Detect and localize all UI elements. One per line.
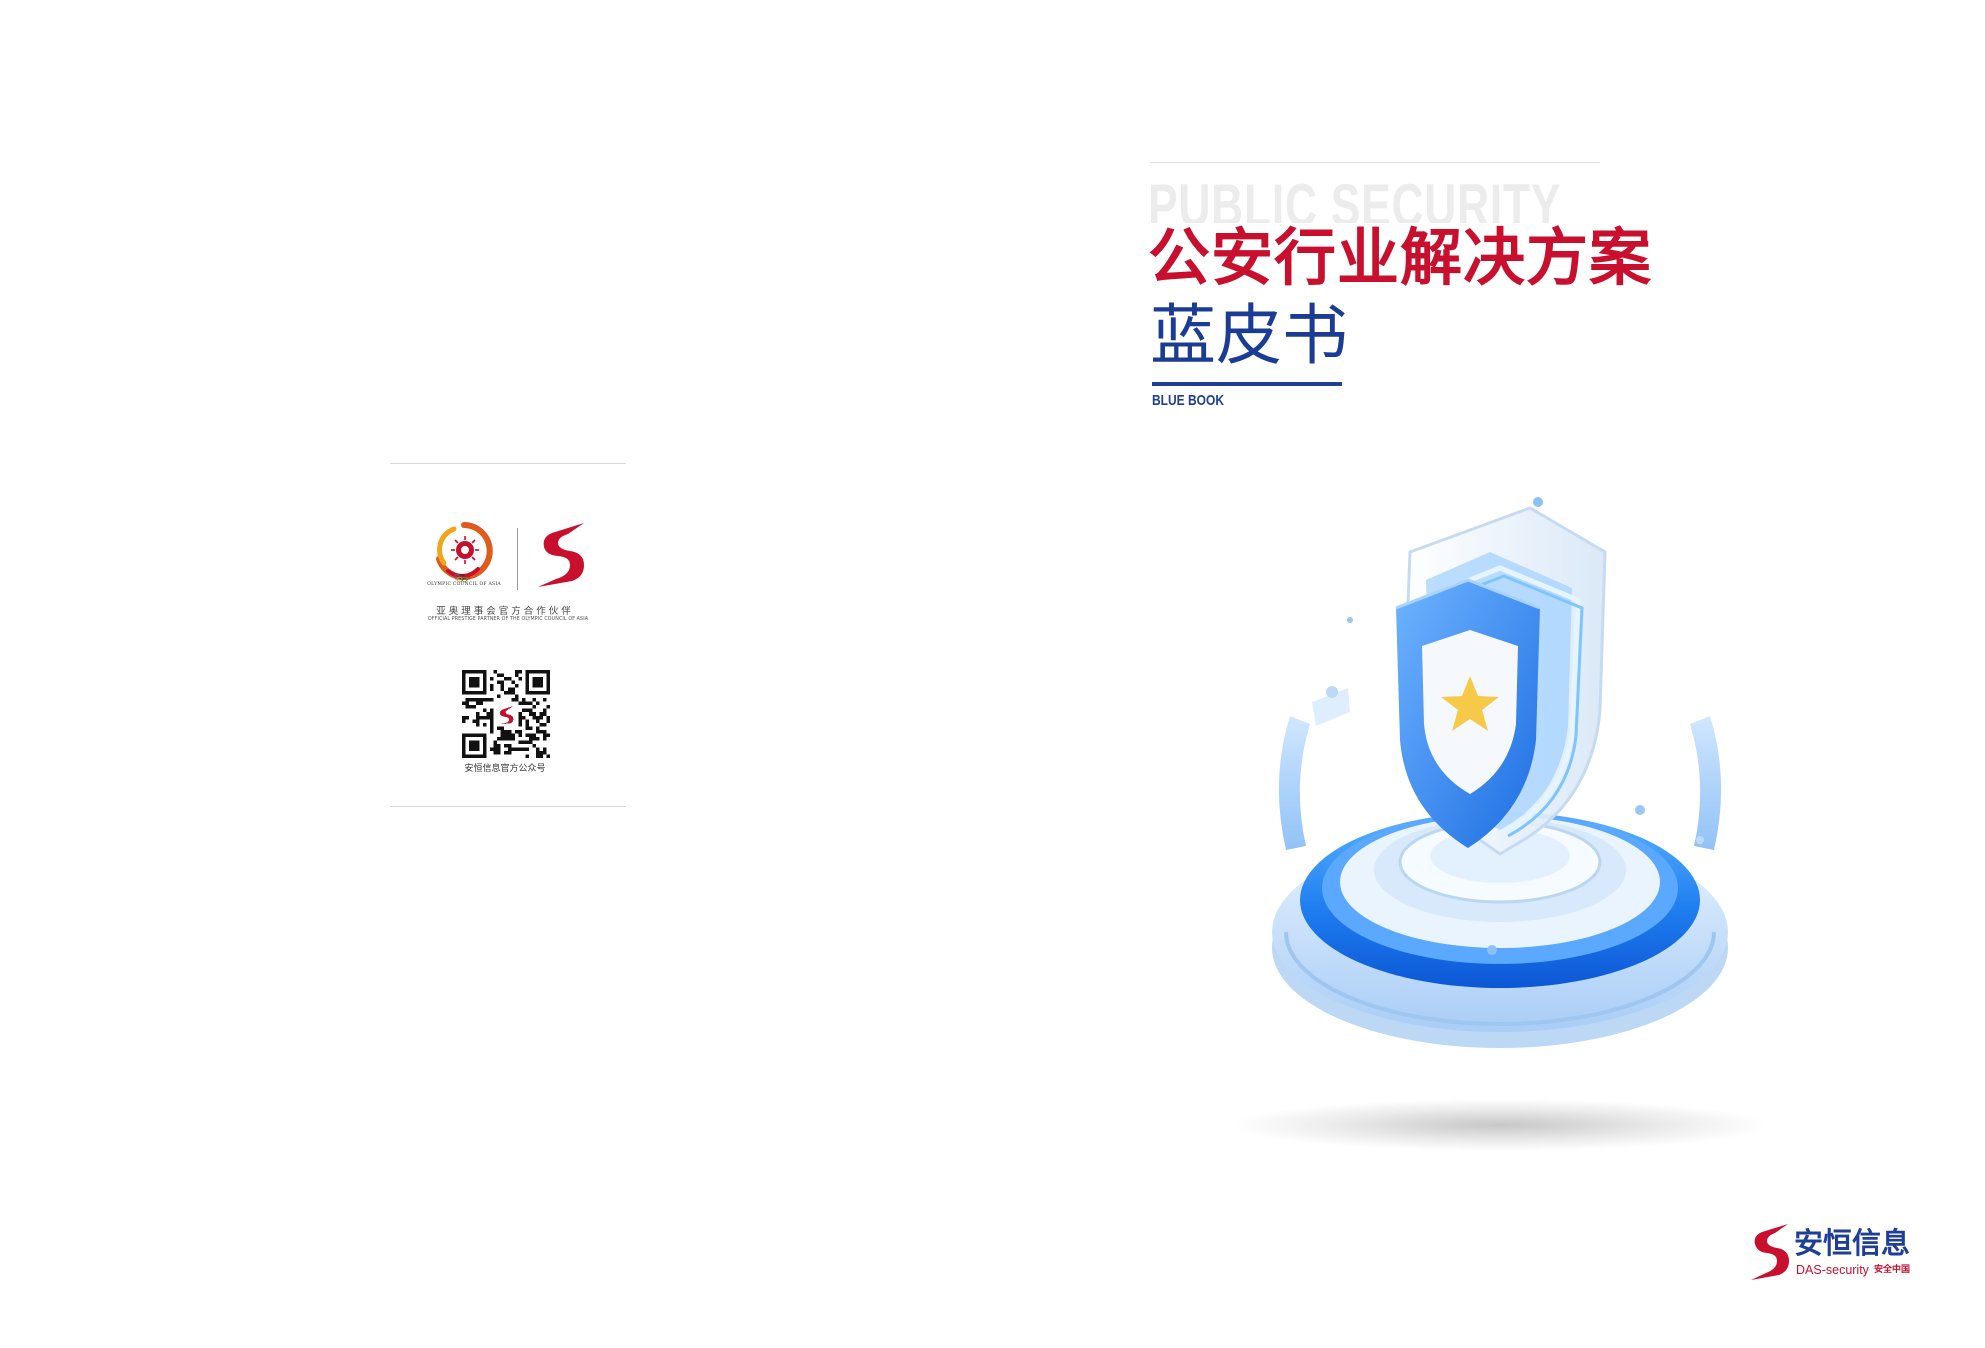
main-title: 公安行业解决方案 [1148,221,1653,294]
oca-emblem-icon [436,522,493,583]
partner-title-en: OFFICIAL PRESTIGE PARTNER OF THE OLYMPIC… [427,617,589,622]
subtitle-underline [1152,382,1342,386]
company-slogan: 安全中国 [1874,1265,1911,1275]
security-shield-illustration [1230,497,1770,1151]
oca-caption: OLYMPIC COUNCIL OF ASIA [427,582,501,587]
company-name-en: DAS-security [1796,1263,1869,1277]
english-title-wrapper: PUBLIC SECURITY [1148,170,1608,223]
english-title: PUBLIC SECURITY [1148,172,1562,223]
qr-caption: 安恒信息官方公众号 [464,764,546,774]
subtitle-cn: 蓝皮书 [1150,297,1348,374]
partner-title-cn: 亚奥理事会官方合作伙伴 [436,606,574,617]
divider-top [390,463,626,464]
logo-divider [517,528,518,590]
subtitle-en: BLUE BOOK [1152,392,1224,409]
das-security-logo-icon [1751,1224,1789,1280]
title-top-rule [1150,162,1600,163]
das-s-mark-icon [538,523,584,587]
qr-code-icon [462,670,550,758]
company-name-cn: 安恒信息 [1794,1226,1911,1260]
divider-bottom [390,806,626,807]
